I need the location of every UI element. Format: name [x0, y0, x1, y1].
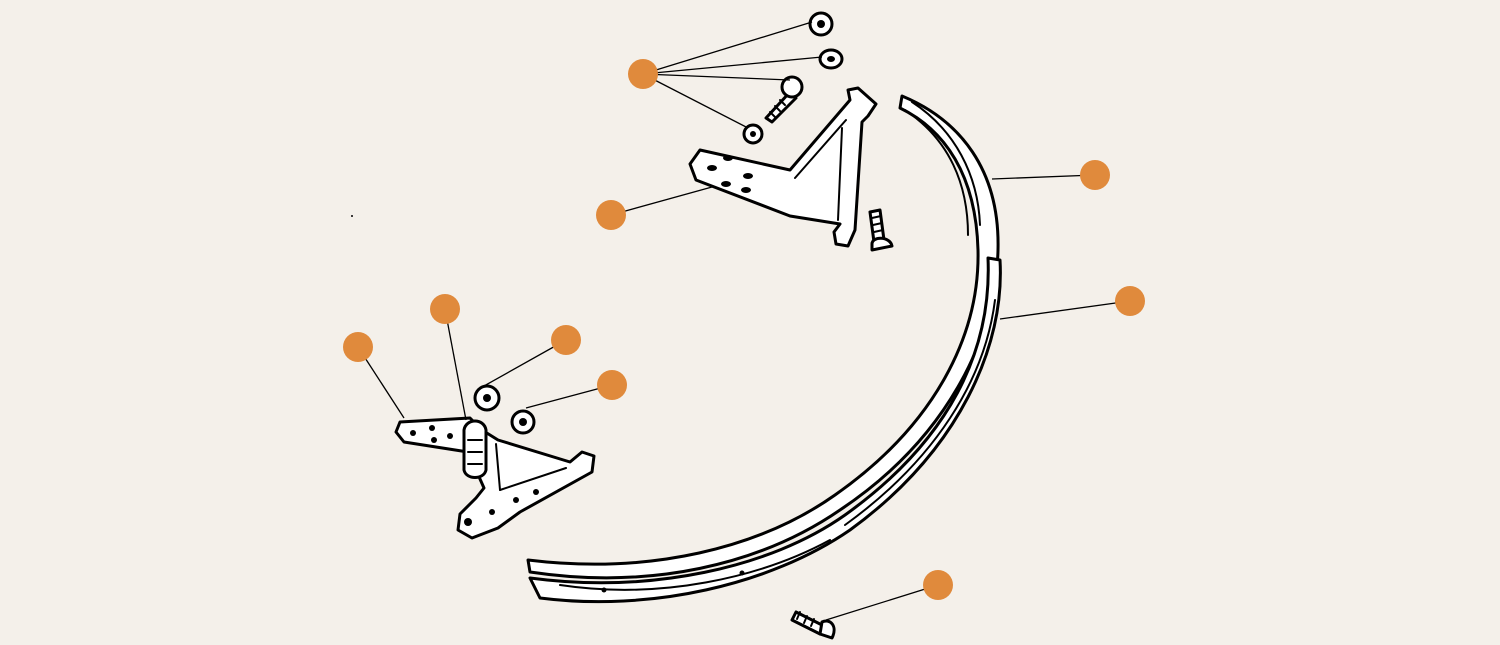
upper-nut: [808, 11, 834, 37]
lower-bracket: [394, 416, 596, 540]
callout-marker[interactable]: [551, 325, 581, 355]
upper-bracket: [688, 86, 878, 248]
leader-lines: [357, 21, 1131, 621]
lower-rubber-pad: [462, 419, 488, 479]
lower-washer: [510, 409, 536, 435]
callout-marker[interactable]: [430, 294, 460, 324]
bumper-bolt: [790, 610, 836, 640]
callout-marker[interactable]: [343, 332, 373, 362]
callout-marker[interactable]: [628, 59, 658, 89]
upper-bolt: [764, 75, 804, 124]
bumper-overrider-strip: [528, 256, 1002, 604]
callout-marker[interactable]: [1115, 286, 1145, 316]
upper-washer: [818, 48, 844, 70]
speck: [351, 215, 353, 217]
lower-nut: [473, 384, 501, 412]
upper-carriage-bolt: [868, 208, 894, 252]
callout-marker[interactable]: [923, 570, 953, 600]
callout-marker[interactable]: [596, 200, 626, 230]
callout-markers: [343, 59, 1145, 600]
upper-small-washer: [742, 123, 764, 145]
callout-marker[interactable]: [1080, 160, 1110, 190]
callout-marker[interactable]: [597, 370, 627, 400]
